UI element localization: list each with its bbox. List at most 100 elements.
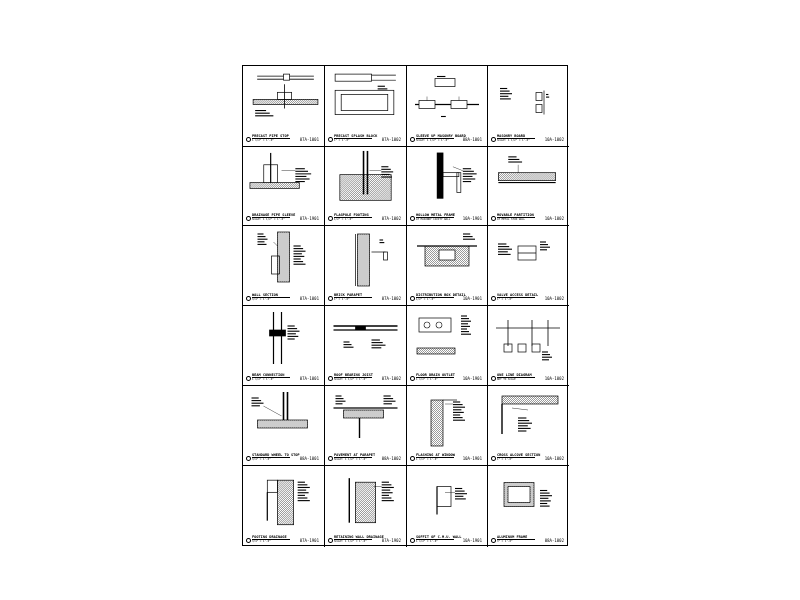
detail-scale: 1 1/2" = 1'-0" <box>416 458 438 461</box>
brick-hatch <box>357 234 370 286</box>
title-underline <box>334 377 372 378</box>
drawing-rect <box>531 343 541 353</box>
detail-scale: SCALE: 1 1/2" = 1'-0" <box>334 378 367 381</box>
detail-code: 10A-1901 <box>462 538 482 543</box>
detail-number-bubble <box>328 456 333 461</box>
detail-code: 08A-1001 <box>299 456 319 461</box>
detail-code: 10A-1901 <box>462 296 482 301</box>
drain-hatch-outline <box>416 347 456 355</box>
detail-drawing <box>501 395 559 434</box>
detail-scale: 3/4" = 1'-0" <box>252 458 271 461</box>
drawing-rect <box>442 172 460 177</box>
detail-title: BEAM CONNECTION <box>252 373 285 377</box>
detail-code: 07A-1002 <box>381 296 401 301</box>
detail-drawing <box>249 152 312 189</box>
detail-drawing <box>496 320 560 361</box>
detail-scale: SCALE: 1 1/2" = 1'-0" <box>334 458 367 461</box>
detail-title: MASONRY BOARD <box>497 134 526 138</box>
slab-hatch <box>257 420 308 428</box>
detail-code: 07A-1901 <box>299 216 319 221</box>
detail-scale: SCALE: 1 1/2" = 1'-0" <box>497 139 530 142</box>
leader-line <box>452 166 463 171</box>
title-underline <box>497 377 535 378</box>
detail-number-bubble <box>491 137 496 142</box>
detail-title: RETAINING WALL DRAINAGE <box>334 535 384 539</box>
drawing-rect <box>283 73 290 81</box>
detail-title: FLASHING AT WINDOW <box>416 453 455 457</box>
gravel-hatch-outline <box>355 481 376 524</box>
detail-number-bubble <box>246 376 251 381</box>
floor-hatch <box>498 172 556 181</box>
drawing-rect <box>418 317 452 333</box>
detail-number-bubble <box>491 376 496 381</box>
drawing-rect <box>507 486 531 503</box>
detail-scale: SCALE: 1 1/2" = 1'-0" <box>416 139 449 142</box>
detail-number-bubble <box>246 296 251 301</box>
detail-title: DRAINAGE PIPE SLEEVE <box>252 213 296 217</box>
detail-code: 10A-1901 <box>462 216 482 221</box>
detail-scale: SCALE: 1 1/2" = 1'-0" <box>334 540 367 543</box>
drawing-rect <box>271 255 280 275</box>
title-underline <box>252 457 290 458</box>
detail-scale: 1" = 1'-0" <box>334 298 350 301</box>
soil-hatch-outline <box>277 479 294 526</box>
detail-title: PRECAST SPLASH BLOCK <box>334 134 378 138</box>
detail-number-bubble <box>328 376 333 381</box>
detail-number-bubble <box>246 538 251 543</box>
drawing-rect <box>436 486 452 507</box>
drawing-rect <box>434 78 456 87</box>
detail-code: 07A-1001 <box>299 296 319 301</box>
detail-title: DISTRIBUTION BOX DETAIL <box>416 293 466 297</box>
drawing-rect <box>436 152 444 199</box>
drawing-rect <box>383 251 388 261</box>
roof-hatch-outline <box>501 395 559 405</box>
detail-code: 07A-1001 <box>299 376 319 381</box>
detail-number-bubble <box>328 216 333 221</box>
detail-drawing <box>348 478 394 524</box>
detail-scale: 1" = 1'-0" <box>497 298 513 301</box>
detail-drawing <box>333 325 398 349</box>
detail-title: HOLLOW METAL FRAME <box>416 213 455 217</box>
detail-number-bubble <box>491 456 496 461</box>
drawing-rect <box>269 329 286 337</box>
detail-number-bubble <box>410 296 415 301</box>
drawing-rect <box>503 343 513 353</box>
detail-drawing <box>334 73 396 115</box>
detail-title: SOFFIT OF C.M.U. WALL <box>416 535 462 539</box>
detail-code: 10A-1002 <box>544 296 564 301</box>
title-underline <box>252 297 290 298</box>
drawing-rect <box>450 100 468 109</box>
paving-hatch <box>343 410 384 418</box>
drawing-rect <box>456 172 462 193</box>
drain-hatch <box>417 348 455 354</box>
detail-number-bubble <box>246 216 251 221</box>
detail-drawing <box>266 479 310 526</box>
paving-hatch-outline <box>343 409 384 419</box>
detail-title: WALL SECTION <box>252 293 278 297</box>
title-underline <box>416 138 454 139</box>
detail-title: PAVEMENT AT PARAPET <box>334 453 376 457</box>
detail-drawing <box>257 231 306 283</box>
drawing-rect <box>355 325 366 331</box>
detail-drawing <box>251 392 308 429</box>
detail-scale: 3" = 1'-0" <box>497 540 513 543</box>
detail-code: 10A-1901 <box>462 376 482 381</box>
wall-hatch-outline <box>430 399 444 447</box>
detail-number-bubble <box>491 296 496 301</box>
detail-number-bubble <box>410 376 415 381</box>
detail-title: BRICK PARAPET <box>334 293 363 297</box>
title-underline <box>334 217 372 218</box>
detail-number-bubble <box>410 216 415 221</box>
detail-number-bubble <box>410 456 415 461</box>
